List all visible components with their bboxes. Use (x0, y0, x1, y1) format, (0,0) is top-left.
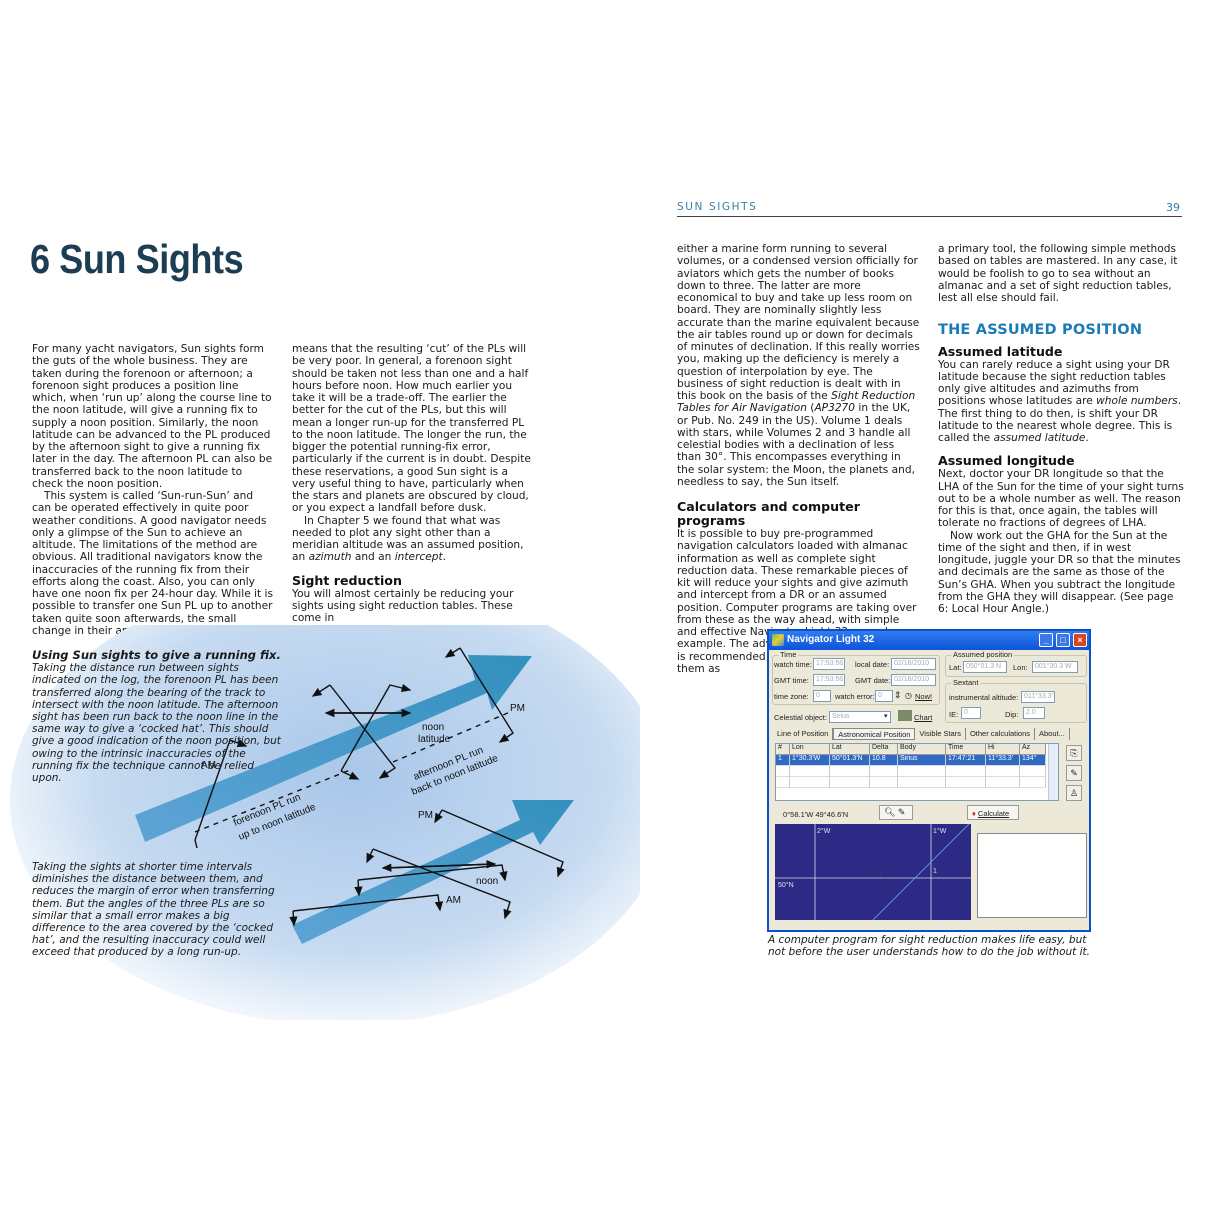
instrumental-altitude-field[interactable]: 011°33.3' (1021, 691, 1055, 703)
ie-field[interactable]: 0 (961, 707, 981, 719)
app-icon (772, 634, 784, 646)
paragraph: Now work out the GHA for the Sun at the … (938, 529, 1181, 616)
celestial-object-select[interactable]: Sirius (829, 711, 891, 723)
watch-time-field[interactable]: 17:53:56 (813, 658, 845, 670)
clock-icon: ◷ (905, 691, 912, 700)
subheading-latitude: Assumed latitude (938, 343, 1063, 359)
tab-astronomical-position[interactable]: Astronomical Position (833, 728, 916, 740)
svg-text:1: 1 (933, 868, 937, 875)
sextant-group: Sextant (945, 678, 1087, 723)
chevron-down-icon[interactable]: ▾ (884, 713, 888, 720)
time-group: Time (772, 650, 940, 705)
section-heading: Calculators and computer programs (677, 499, 860, 528)
gmt-date-field[interactable]: 02/18/2010 (891, 674, 936, 686)
window-titlebar: Navigator Light 32 _ □ × (769, 631, 1089, 650)
left-column-1: For many yacht navigators, Sun sights fo… (32, 343, 274, 637)
page-number: 39 (1166, 201, 1180, 214)
paragraph: This system is called ‘Sun-run-Sun’ and … (32, 490, 274, 637)
table-row[interactable] (776, 766, 1058, 777)
chart-button[interactable]: Chart (914, 713, 933, 722)
left-column-2: means that the resulting ‘cut’ of the PL… (292, 343, 534, 624)
tab-about[interactable]: About... (1035, 728, 1070, 740)
spinner-icon[interactable]: ⇕ (894, 690, 902, 700)
paragraph: For many yacht navigators, Sun sights fo… (32, 343, 273, 490)
person-icon[interactable]: ♙ (1066, 785, 1082, 801)
running-head: SUN SIGHTS 39 (677, 201, 1182, 217)
assumed-lat-field[interactable]: 050°01.3 N (963, 661, 1007, 673)
watch-error-field[interactable]: 0 (875, 690, 893, 702)
paragraph: You can rarely reduce a sight using your… (938, 358, 1182, 445)
svg-text:PM: PM (510, 703, 525, 714)
paragraph: It is possible to buy pre-programmed nav… (677, 528, 917, 675)
local-date-field[interactable]: 02/18/2010 (891, 658, 936, 670)
svg-text:noon: noon (476, 876, 498, 887)
paragraph: either a marine form running to several … (677, 243, 920, 488)
running-fix-diagram: AM PM noon latitude forenoon PL run up t… (0, 575, 670, 1025)
figure-caption-title: Using Sun sights to give a running fix. (32, 648, 281, 662)
pencil-icon[interactable]: ✎ (1066, 765, 1082, 781)
close-button[interactable]: × (1073, 633, 1087, 647)
copy-icon[interactable]: ⎘ (1066, 745, 1082, 761)
assumed-lon-field[interactable]: 001°30.3 W (1032, 661, 1078, 673)
time-zone-field[interactable]: 0 (813, 690, 831, 702)
right-column-2: a primary tool, the following simple met… (938, 243, 1184, 615)
dip-field[interactable]: 2.0 (1023, 707, 1045, 719)
svg-text:noon: noon (422, 722, 444, 733)
now-button[interactable]: Now! (915, 692, 933, 701)
svg-text:50°N: 50°N (778, 881, 794, 889)
tab-visible-stars[interactable]: Visible Stars (915, 728, 966, 740)
diagram-graphic: AM PM noon latitude forenoon PL run up t… (10, 575, 670, 1025)
paragraph: In Chapter 5 we found that what was need… (292, 514, 524, 564)
svg-text:latitude: latitude (418, 734, 451, 745)
navigator-window: Navigator Light 32 _ □ × Time watch time… (767, 629, 1091, 932)
position-readout: 0°58.1'W 49°46.6'N (783, 810, 849, 819)
subheading-longitude: Assumed longitude (938, 453, 1075, 469)
pin-icon: ♦ (972, 809, 976, 818)
maximize-button[interactable]: □ (1056, 633, 1070, 647)
chapter-title: 6 Sun Sights (30, 236, 244, 282)
chart-icon (898, 710, 912, 721)
figure-caption-1: Using Sun sights to give a running fix. … (32, 648, 281, 785)
screenshot-caption: A computer program for sight reduction m… (768, 934, 1091, 958)
svg-text:PM: PM (418, 810, 433, 821)
plot-info-panel (977, 833, 1087, 918)
paragraph: means that the resulting ‘cut’ of the PL… (292, 343, 531, 515)
results-table: # Lon Lat Delta Body Time Hi Az 1 1°30.3… (775, 743, 1059, 801)
paragraph: Next, doctor your DR longitude so that t… (938, 468, 1184, 530)
paragraph: You will almost certainly be reducing yo… (292, 587, 514, 625)
minimize-button[interactable]: _ (1039, 633, 1053, 647)
svg-text:AM: AM (201, 760, 216, 771)
figure-caption-2: Taking the sights at shorter time interv… (32, 861, 275, 959)
table-row[interactable] (776, 777, 1058, 788)
right-column-1: either a marine form running to several … (677, 243, 921, 675)
tab-bar: Line of Position Astronomical Position V… (773, 728, 1070, 740)
table-row[interactable]: 1 1°30.3'W 50°01.3'N 10.8 Sirius 17:47:2… (776, 755, 1058, 766)
tab-other-calculations[interactable]: Other calculations (966, 728, 1035, 740)
svg-text:1°W: 1°W (933, 827, 947, 835)
svg-text:2°W: 2°W (817, 827, 831, 835)
major-heading: THE ASSUMED POSITION (938, 322, 1143, 339)
table-scrollbar[interactable] (1048, 744, 1058, 800)
window-title: Navigator Light 32 (787, 634, 875, 645)
calculate-button[interactable]: ♦ Calculate (967, 805, 1019, 820)
svg-text:AM: AM (446, 895, 461, 906)
zoom-tools[interactable]: 🔍︎ ✎ (879, 805, 913, 820)
running-head-title: SUN SIGHTS (677, 201, 758, 213)
section-heading: Sight reduction (292, 572, 402, 588)
assumed-position-group: Assumed position (945, 650, 1087, 677)
paragraph: a primary tool, the following simple met… (938, 243, 1178, 304)
position-plot: 2°W 1°W 50°N 1 (775, 824, 971, 920)
tab-line-of-position[interactable]: Line of Position (773, 728, 834, 740)
gmt-time-field[interactable]: 17:53:56 (813, 674, 845, 686)
table-header: # Lon Lat Delta Body Time Hi Az (776, 744, 1058, 755)
